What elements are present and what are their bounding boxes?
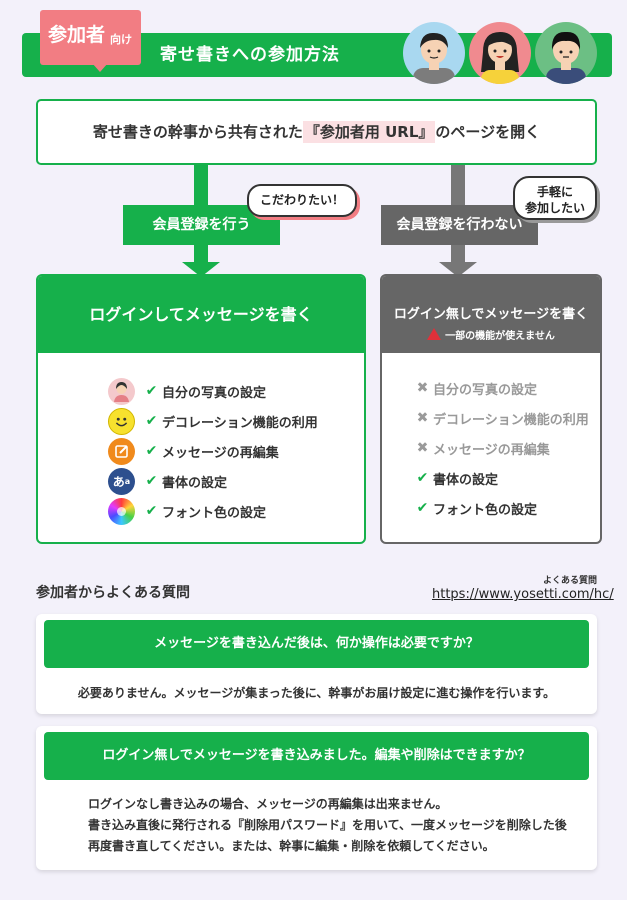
- check-icon: ✔: [145, 413, 158, 429]
- check-icon: ✔: [416, 500, 429, 516]
- faq-question: ログイン無しでメッセージを書き込みました。編集や削除はできますか？: [44, 732, 589, 780]
- faq-answer: 必要ありません。メッセージが集まった後に、幹事がお届け設定に進む操作を行います。: [36, 684, 597, 701]
- check-icon: ✔: [145, 473, 158, 489]
- check-icon: ✔: [145, 443, 158, 459]
- guest-warning-text: 一部の機能が使えません: [445, 331, 555, 342]
- url-step-after: のページを開く: [435, 123, 541, 141]
- avatar-kid-icon: [535, 22, 597, 84]
- feature-reedit: ✖ メッセージの再編集: [382, 433, 600, 463]
- faq-link[interactable]: https://www.yosetti.com/hc/: [432, 587, 614, 602]
- feature-font-color: ✔ フォント色の設定: [38, 496, 364, 526]
- guest-warning: 一部の機能が使えません: [382, 327, 600, 342]
- faq-answer-line: 再度書き直してください。または、幹事に編集・削除を依頼してください。: [88, 839, 495, 853]
- audience-tag: 参加者 向け: [40, 10, 141, 72]
- arrow-shaft-guest: [451, 165, 465, 205]
- feature-photo: ✔ 自分の写真の設定: [38, 376, 364, 406]
- faq-heading: 参加者からよくある質問: [36, 585, 190, 601]
- faq-card-2: ログイン無しでメッセージを書き込みました。編集や削除はできますか？ ログインなし…: [36, 726, 597, 870]
- tag-main-label: 参加者: [48, 24, 106, 46]
- guest-panel: ログイン無しでメッセージを書く 一部の機能が使えません ✖ 自分の写真の設定 ✖…: [380, 274, 602, 544]
- cross-icon: ✖: [416, 410, 429, 426]
- guest-panel-header: ログイン無しでメッセージを書く 一部の機能が使えません: [382, 276, 600, 353]
- arrow-down-icon: [439, 262, 477, 277]
- feature-decoration: ✔ デコレーション機能の利用: [38, 406, 364, 436]
- feature-reedit: ✔ メッセージの再編集: [38, 436, 364, 466]
- prefer-custom-bubble: こだわりたい！: [247, 184, 357, 217]
- login-panel: ログインしてメッセージを書く ✔ 自分の写真の設定 ✔ デコレーション機能の利用…: [36, 274, 366, 544]
- feature-label: フォント色の設定: [162, 505, 267, 521]
- color-wheel-icon: [108, 497, 135, 525]
- arrow-shaft-register: [194, 165, 208, 205]
- faq-link-label: よくある質問: [543, 576, 598, 586]
- feature-typeface: ✔ 書体の設定: [382, 463, 600, 493]
- avatar-boy-icon: [403, 22, 465, 84]
- feature-label: デコレーション機能の利用: [162, 415, 318, 431]
- check-icon: ✔: [145, 503, 158, 519]
- warning-icon: [427, 328, 442, 340]
- feature-label: 自分の写真の設定: [433, 382, 538, 398]
- feature-label: デコレーション機能の利用: [433, 412, 589, 428]
- guest-feature-list: ✖ 自分の写真の設定 ✖ デコレーション機能の利用 ✖ メッセージの再編集 ✔ …: [382, 373, 600, 523]
- feature-label: メッセージの再編集: [162, 445, 279, 461]
- avatar-girl-icon: [469, 22, 531, 84]
- login-panel-title: ログインしてメッセージを書く: [38, 276, 364, 353]
- feature-label: 書体の設定: [433, 472, 499, 488]
- feature-label: 書体の設定: [162, 475, 228, 491]
- cross-icon: ✖: [416, 440, 429, 456]
- feature-label: フォント色の設定: [433, 502, 538, 518]
- faq-answer-line: ログインなし書き込みの場合、メッセージの再編集は出来ません。: [88, 797, 448, 811]
- participant-url-highlight: 『参加者用 URL』: [302, 121, 436, 143]
- feature-label: 自分の写真の設定: [162, 385, 267, 401]
- arrow-shaft-register-2: [194, 245, 208, 263]
- url-step-before: 寄せ書きの幹事から共有された: [92, 123, 303, 141]
- bubble-line-1: 手軽に: [536, 185, 573, 199]
- feature-photo: ✖ 自分の写真の設定: [382, 373, 600, 403]
- guest-panel-title: ログイン無しでメッセージを書く: [393, 307, 589, 322]
- face-photo-icon: [108, 377, 135, 405]
- page-title: 寄せ書きへの参加方法: [160, 45, 340, 65]
- edit-icon: [108, 437, 135, 465]
- faq-question: メッセージを書き込んだ後は、何か操作は必要ですか？: [44, 620, 589, 668]
- tag-sub-label: 向け: [110, 33, 132, 46]
- check-icon: ✔: [145, 383, 158, 399]
- cross-icon: ✖: [416, 380, 429, 396]
- arrow-shaft-guest-2: [451, 245, 465, 263]
- faq-card-1: メッセージを書き込んだ後は、何か操作は必要ですか？ 必要ありません。メッセージが…: [36, 614, 597, 714]
- feature-label: メッセージの再編集: [433, 442, 550, 458]
- smiley-decoration-icon: [108, 407, 135, 435]
- arrow-down-icon: [182, 262, 220, 277]
- feature-font-color: ✔ フォント色の設定: [382, 493, 600, 523]
- open-url-step: 寄せ書きの幹事から共有された『参加者用 URL』のページを開く: [36, 99, 597, 165]
- casual-join-bubble: 手軽に 参加したい: [513, 176, 597, 220]
- feature-decoration: ✖ デコレーション機能の利用: [382, 403, 600, 433]
- check-icon: ✔: [416, 470, 429, 486]
- bubble-line-2: 参加したい: [524, 201, 585, 215]
- faq-answer: ログインなし書き込みの場合、メッセージの再編集は出来ません。 書き込み直後に発行…: [36, 794, 597, 857]
- no-register-step: 会員登録を行わない: [381, 205, 538, 245]
- faq-answer-line: 書き込み直後に発行される『削除用パスワード』を用いて、一度メッセージを削除した後: [88, 818, 567, 832]
- faq-answer-line: 必要ありません。メッセージが集まった後に、幹事がお届け設定に進む操作を行います。: [77, 686, 556, 700]
